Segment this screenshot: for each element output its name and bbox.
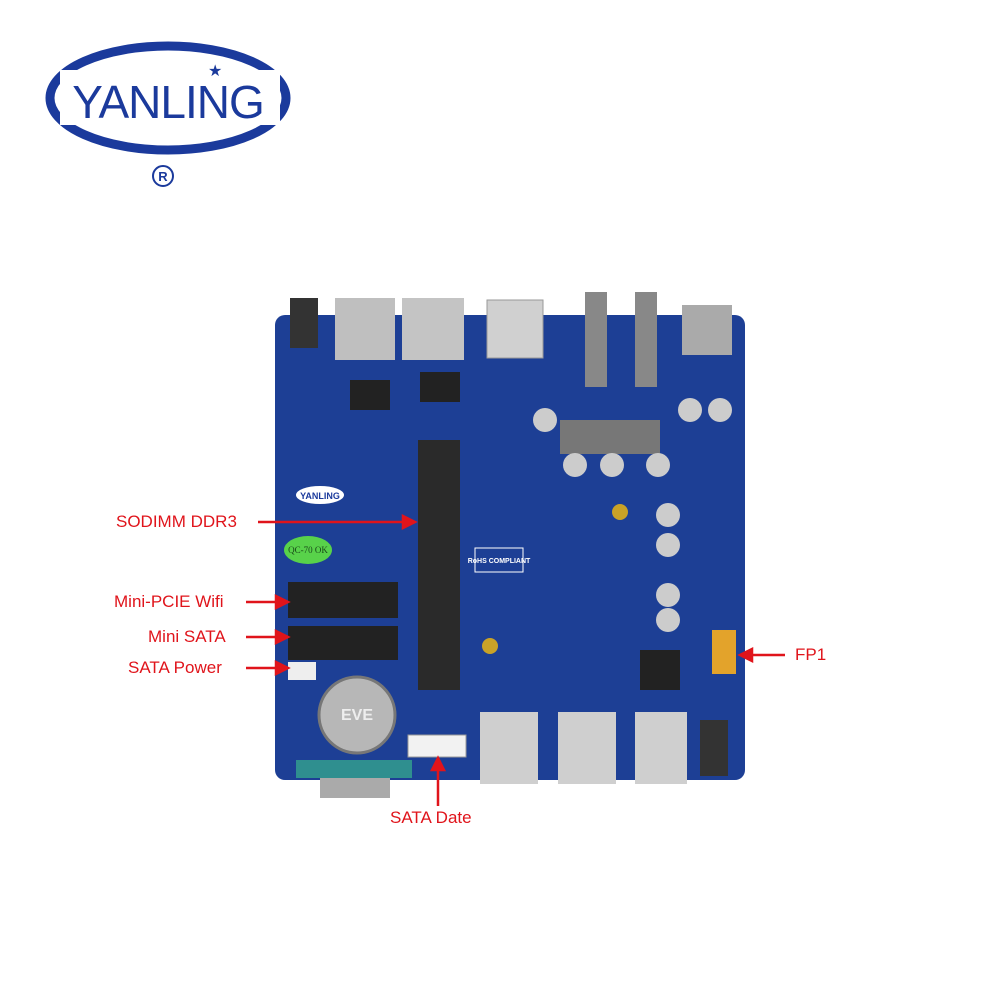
svg-text:★: ★ [208,63,222,80]
board-logo-badge [296,486,344,504]
battery-text: EVE [341,707,373,724]
callout-sata-power: SATA Power [128,658,222,677]
ethernet-port [402,298,464,360]
sata-data-connector [407,734,467,758]
sodimm-slot [418,440,460,690]
callout-mini-sata: Mini SATA [148,627,226,646]
msata-slot [288,626,398,660]
usb-port [635,712,687,784]
usb-port [558,712,616,784]
sata-power-connector [288,662,316,680]
serial-port [296,760,412,778]
fp1-header [712,630,736,674]
callout-arrows [246,513,785,806]
yanling-logo: YANLING ★ R [45,41,291,187]
motherboard: YANLING QC-70 OK EVE [275,292,745,798]
mini-pcie-slot [288,582,398,618]
callout-fp1: FP1 [795,645,827,664]
connector [635,292,657,387]
callout-mini-pcie-wifi: Mini-PCIE Wifi [114,592,224,611]
hdmi-port [486,299,544,359]
qc-sticker [284,536,332,564]
qc-sticker-text: QC-70 OK [288,545,328,555]
cmos-battery [317,675,397,755]
rohs-mark [474,547,524,573]
connector [585,292,607,387]
audio-jack [290,298,318,348]
board-logo-text: YANLING [300,491,340,501]
ethernet-port [335,298,395,360]
dc-jack [682,305,732,355]
callout-sata-data: SATA Date [390,808,472,827]
rohs-text: RoHS COMPLIANT [468,558,531,565]
usb-port [480,712,538,784]
svg-text:YANLING: YANLING [72,76,264,128]
svg-text:R: R [158,169,168,184]
inductors [560,420,660,454]
callout-sodimm-ddr3: SODIMM DDR3 [116,512,237,531]
audio-jack [700,720,728,776]
